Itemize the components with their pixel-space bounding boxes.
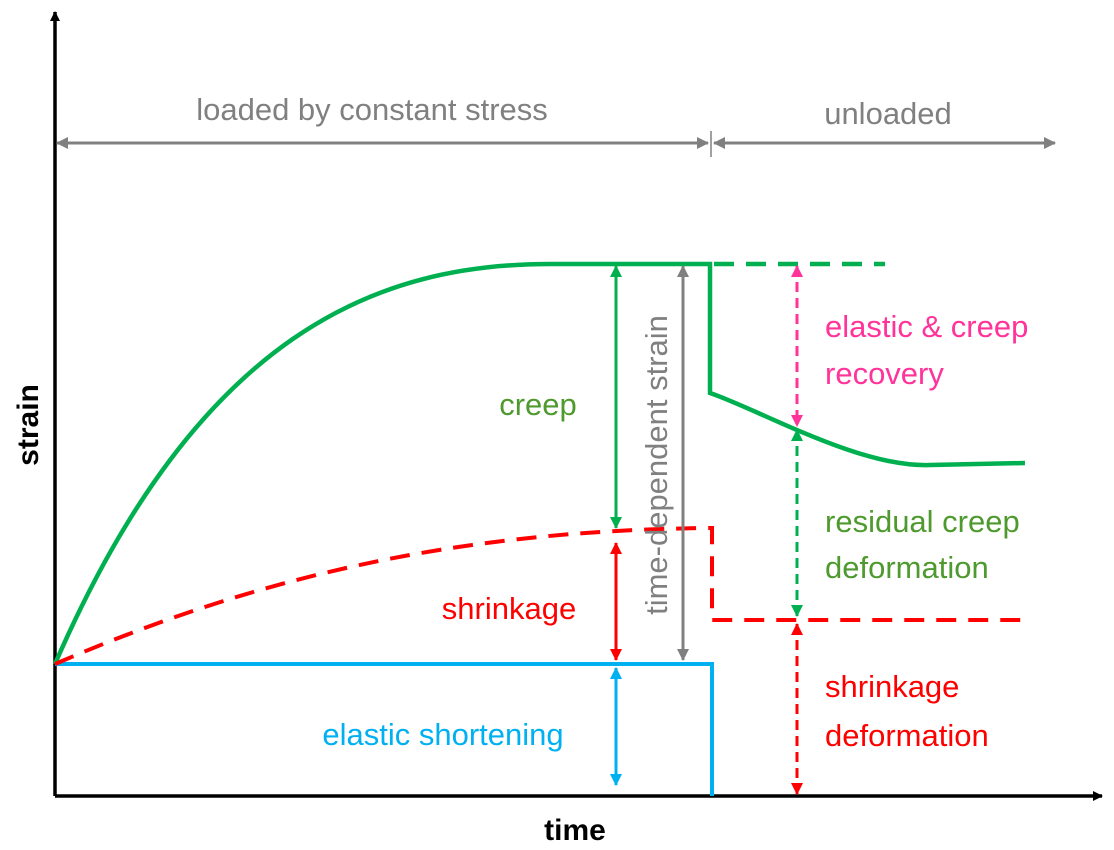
residual-creep-label-line2: deformation: [825, 550, 989, 585]
recovery-label-line1: elastic & creep: [825, 309, 1028, 344]
x-axis-title: time: [544, 814, 606, 847]
unloaded-phase-label: unloaded: [824, 96, 952, 131]
shrinkage-label: shrinkage: [442, 591, 576, 626]
total-strain-curve: [52, 261, 1026, 665]
creep-label: creep: [499, 387, 577, 422]
time-dependent-strain-label: time-dependent strain: [639, 315, 674, 615]
loaded-phase-label: loaded by constant stress: [196, 92, 548, 127]
residual-creep-label-line1: residual creep: [825, 504, 1020, 539]
shrinkage-curve: [54, 525, 1030, 666]
shrinkage-deformation-label-line1: shrinkage: [825, 669, 959, 704]
elastic-strain-curve: [55, 662, 714, 796]
shrinkage-deformation-label-line2: deformation: [825, 718, 989, 753]
recovery-label-line2: recovery: [825, 356, 944, 391]
y-axis-title: strain: [12, 384, 45, 466]
elastic-shortening-label: elastic shortening: [322, 717, 563, 752]
